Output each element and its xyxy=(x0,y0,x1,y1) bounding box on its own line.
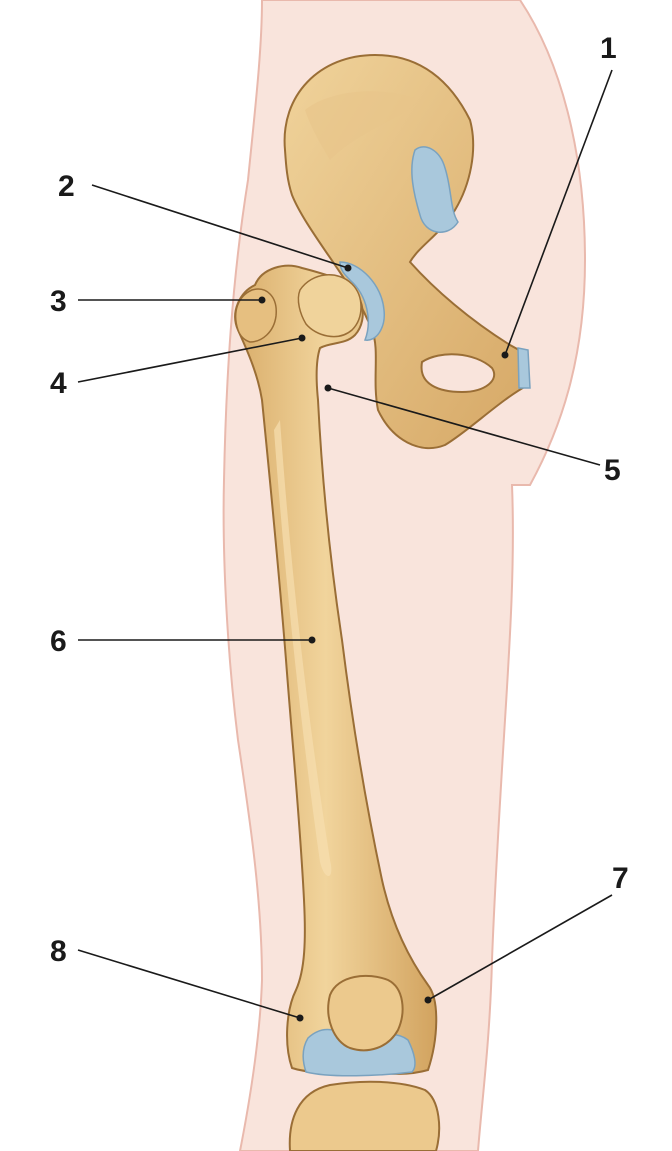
label-3: 3 xyxy=(50,285,67,318)
label-1: 1 xyxy=(600,32,617,65)
label-6: 6 xyxy=(50,625,67,658)
femoral-head xyxy=(297,274,362,338)
pubic-symphysis-cartilage xyxy=(517,347,531,389)
femur-outline xyxy=(234,264,438,1075)
number-labels: 1 2 3 4 5 6 7 8 xyxy=(50,32,629,968)
greater-trochanter xyxy=(234,288,277,343)
tibia-top xyxy=(288,1080,441,1151)
label-7: 7 xyxy=(612,862,629,895)
patella xyxy=(327,974,404,1052)
label-4: 4 xyxy=(50,367,67,400)
femur xyxy=(234,264,438,1077)
label-8: 8 xyxy=(50,935,67,968)
leader-lines xyxy=(77,69,613,1022)
hip-joint-cartilage xyxy=(339,261,385,341)
sacroiliac-cartilage xyxy=(411,146,459,233)
hip-bone xyxy=(283,53,531,450)
label-2: 2 xyxy=(58,170,75,203)
label-5: 5 xyxy=(604,454,621,487)
obturator-foramen xyxy=(420,353,495,394)
